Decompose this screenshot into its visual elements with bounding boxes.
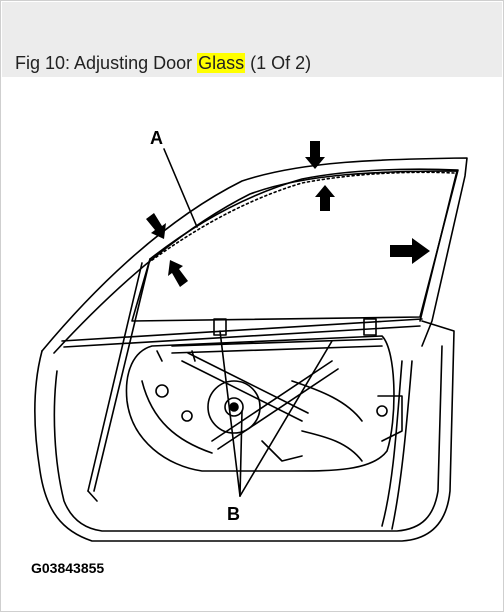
figure-code: G03843855 xyxy=(31,560,105,576)
title-prefix: Fig 10: Adjusting Door xyxy=(15,53,198,73)
door-glass xyxy=(131,168,459,322)
door-glass-diagram: A B xyxy=(34,128,468,542)
label-a: A xyxy=(150,128,163,148)
arrow-right xyxy=(390,238,430,264)
front-channel xyxy=(93,258,151,492)
pointer-b-3 xyxy=(239,410,243,497)
arrow-down-left xyxy=(146,213,166,239)
regulator-motor xyxy=(207,380,261,434)
inner-panel xyxy=(125,335,395,472)
door-body xyxy=(34,320,455,542)
pointer-b-1 xyxy=(219,330,241,497)
window-sash-outer xyxy=(41,157,468,352)
title-highlight: Glass xyxy=(197,53,246,73)
arrow-up-top xyxy=(315,185,335,211)
glass-rail xyxy=(171,338,383,347)
regulator-arm xyxy=(181,360,303,422)
glass-bracket-right xyxy=(363,318,377,336)
figure-header: Fig 10: Adjusting Door Glass (1 Of 2) xyxy=(2,2,502,77)
figure-title: Fig 10: Adjusting Door Glass (1 Of 2) xyxy=(15,53,311,74)
pointer-a xyxy=(163,148,198,228)
pointer-b-2 xyxy=(239,340,333,497)
arrow-up-left xyxy=(168,260,188,287)
title-suffix: (1 Of 2) xyxy=(245,53,312,73)
window-sash-inner xyxy=(53,170,458,354)
label-b: B xyxy=(227,504,240,524)
arrow-down-top xyxy=(305,141,325,169)
